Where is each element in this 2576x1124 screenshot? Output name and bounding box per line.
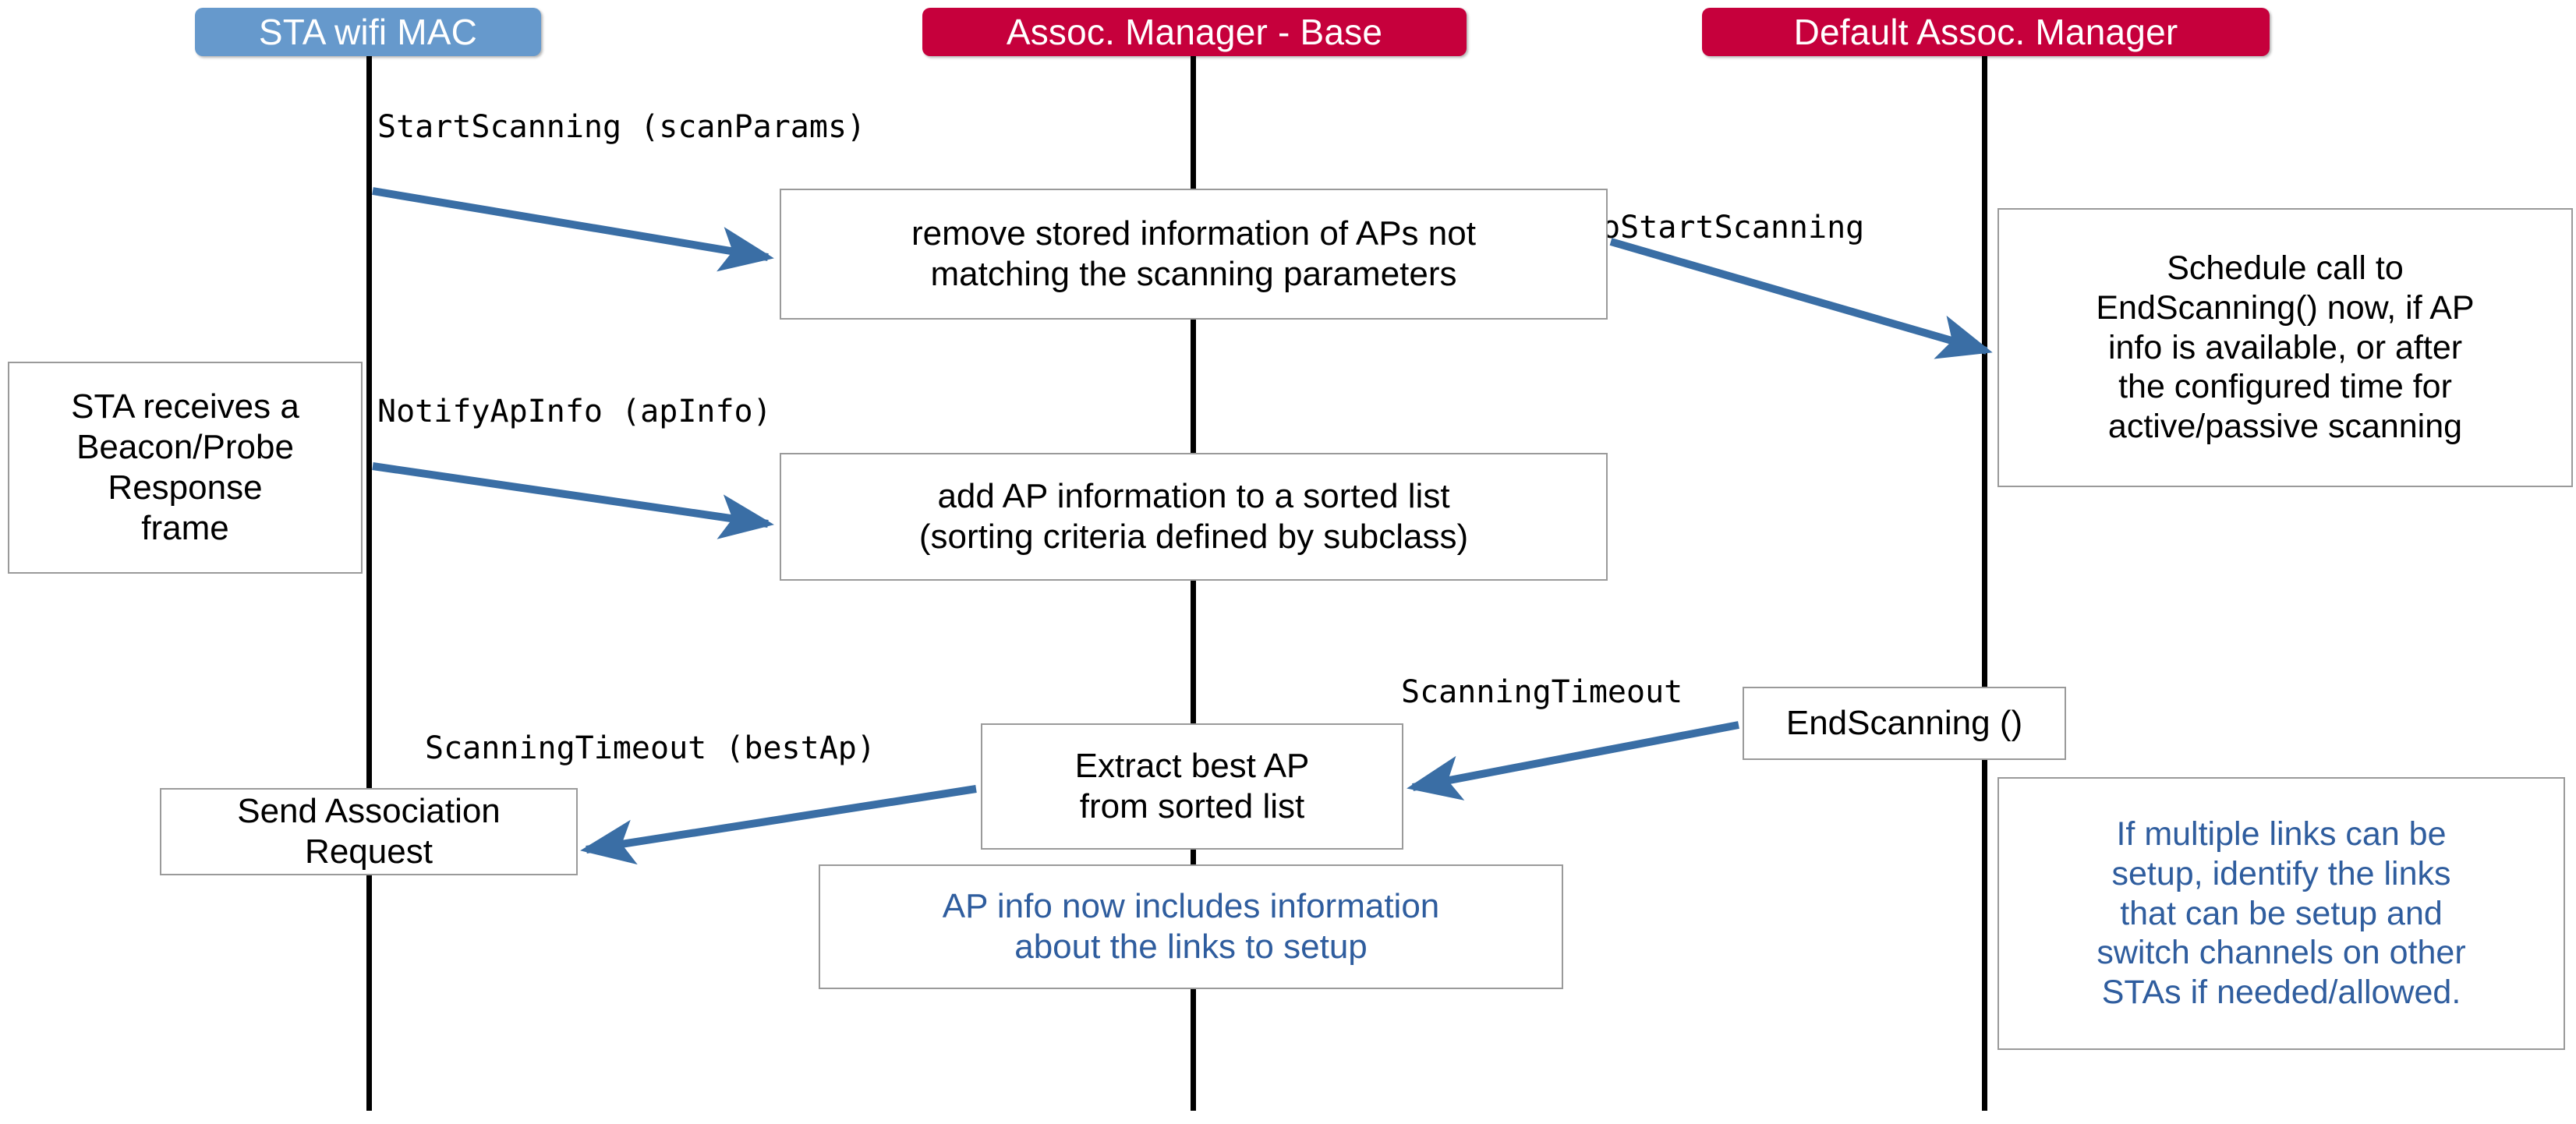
arrow-scanning-timeout [1407,721,1739,801]
lifeline-assoc [1191,56,1196,1111]
action-box-sta-receives-beacon: STA receives a Beacon/Probe Response fra… [8,362,363,574]
participant-default-assoc-manager[interactable]: Default Assoc. Manager [1702,8,2270,56]
note-box-multiple-links: If multiple links can be setup, identify… [1997,777,2565,1050]
action-box-schedule-end-scanning: Schedule call to EndScanning() now, if A… [1997,208,2573,487]
action-box-send-association-request: Send Association Request [160,788,578,875]
arrow-start-scanning [372,187,774,272]
arrow-notify-ap-info [372,462,774,539]
participant-label: STA wifi MAC [258,12,478,52]
action-box-end-scanning: EndScanning () [1743,687,2066,760]
arrow-scanning-timeout-best-ap [580,785,977,865]
participant-sta-wifi-mac[interactable]: STA wifi MAC [195,8,541,56]
lifeline-sta [366,56,372,1111]
action-box-add-ap-information: add AP information to a sorted list (sor… [780,453,1608,581]
message-label-do-start-scanning: DoStartScanning [1583,210,1865,246]
message-label-scanning-timeout-best-ap: ScanningTimeout (bestAp) [425,730,876,766]
participant-assoc-manager-base[interactable]: Assoc. Manager - Base [922,8,1467,56]
action-box-extract-best-ap: Extract best AP from sorted list [981,723,1403,850]
note-box-ap-info-links: AP info now includes information about t… [819,864,1563,989]
message-label-notify-ap-info: NotifyApInfo (apInfo) [377,394,772,429]
lifeline-default [1982,56,1987,1111]
message-label-start-scanning: StartScanning (scanParams) [377,109,866,145]
message-label-scanning-timeout: ScanningTimeout [1401,674,1683,710]
participant-label: Assoc. Manager - Base [1006,12,1383,52]
arrow-do-start-scanning [1609,238,1993,359]
action-box-remove-stored-info: remove stored information of APs not mat… [780,189,1608,320]
participant-label: Default Assoc. Manager [1793,12,2178,52]
